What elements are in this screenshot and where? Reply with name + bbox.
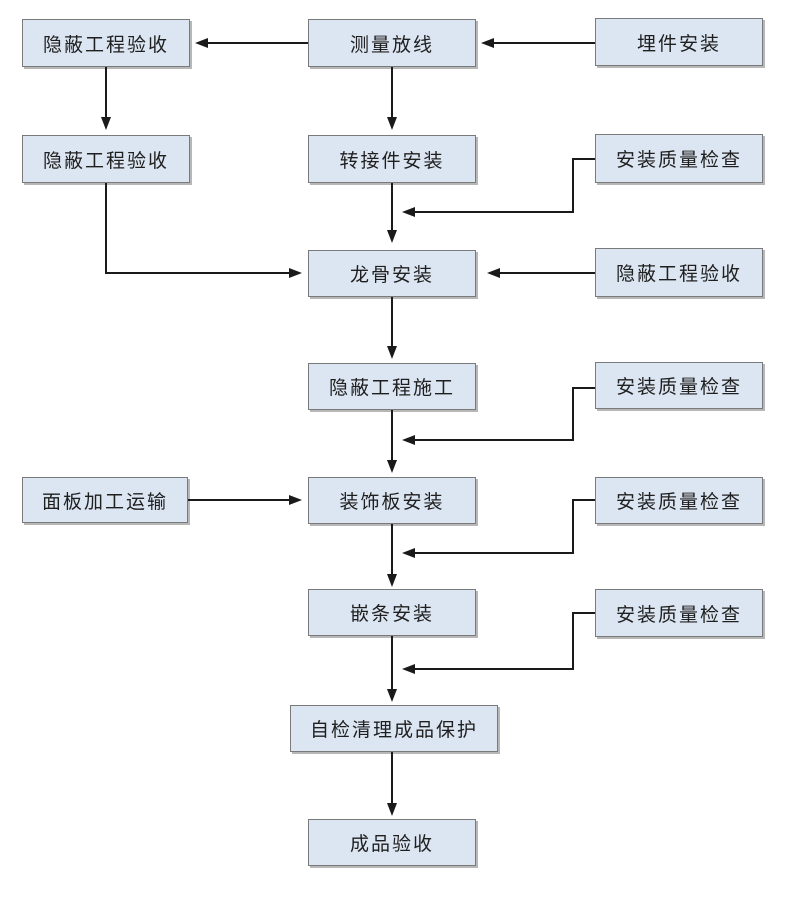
node-self-check: 自检清理成品保护 — [290, 705, 498, 752]
node-hidden-acceptance-3: 隐蔽工程验收 — [595, 248, 763, 297]
edge-qc4-merge-line — [414, 668, 574, 670]
edge-embed-to-survey-line — [490, 42, 595, 44]
arrowhead-down-icon — [387, 689, 397, 702]
arrowhead-down-icon — [387, 803, 397, 816]
node-panel-transport: 面板加工运输 — [22, 477, 188, 523]
arrowhead-down-icon — [387, 117, 397, 130]
arrowhead-down-icon — [387, 230, 397, 243]
edge-qc2-drop-line — [572, 387, 574, 441]
edge-qc1-merge-line — [414, 211, 574, 213]
edge-survey-to-adapter-line — [391, 67, 393, 119]
arrowhead-left-icon — [402, 548, 415, 558]
edge-qc4-drop-line — [572, 612, 574, 670]
edge-hidden3-to-keel-line — [498, 272, 595, 274]
arrowhead-down-icon — [387, 346, 397, 359]
edge-trim-to-selfcheck-line — [391, 636, 393, 691]
edge-hiddenwork-to-panel-line — [391, 410, 393, 462]
node-quality-check-4: 安装质量检查 — [595, 589, 763, 637]
arrowhead-down-icon — [387, 574, 397, 587]
edge-keel-to-hiddenwork-line — [391, 297, 393, 348]
node-survey-layout: 测量放线 — [308, 19, 476, 67]
node-quality-check-3: 安装质量检查 — [595, 477, 763, 524]
edge-qc2-stub-line — [573, 387, 595, 389]
node-quality-check-2: 安装质量检查 — [595, 362, 763, 409]
edge-hidden2-to-keel-line — [105, 272, 290, 274]
arrowhead-left-icon — [402, 435, 415, 445]
node-quality-check-1: 安装质量检查 — [595, 134, 763, 183]
edge-qc1-drop-line — [572, 158, 574, 213]
edge-hidden1-to-hidden2-line — [105, 67, 107, 119]
arrowhead-right-icon — [289, 268, 302, 278]
edge-survey-to-hidden1-line — [204, 42, 308, 44]
edge-qc4-stub-line — [573, 612, 595, 614]
node-embed-install: 埋件安装 — [595, 18, 763, 66]
edge-hidden2-drop-line — [105, 183, 107, 274]
arrowhead-down-icon — [387, 460, 397, 473]
edge-qc2-merge-line — [414, 439, 574, 441]
node-hidden-work: 隐蔽工程施工 — [308, 363, 476, 410]
node-panel-install: 装饰板安装 — [308, 477, 476, 524]
edge-qc1-stub-line — [573, 158, 595, 160]
arrowhead-down-icon — [101, 117, 111, 130]
arrowhead-left-icon — [487, 268, 500, 278]
node-trim-install: 嵌条安装 — [308, 589, 476, 636]
edge-adapter-to-keel-line — [391, 183, 393, 232]
node-final-acceptance: 成品验收 — [308, 819, 476, 866]
node-hidden-acceptance-1: 隐蔽工程验收 — [22, 19, 190, 67]
arrowhead-left-icon — [402, 664, 415, 674]
edge-panel-to-trim-line — [391, 524, 393, 576]
arrowhead-left-icon — [195, 38, 208, 48]
edge-transport-to-panel-line — [188, 499, 291, 501]
arrowhead-left-icon — [481, 38, 494, 48]
node-hidden-acceptance-2: 隐蔽工程验收 — [22, 135, 190, 183]
edge-qc3-stub-line — [573, 499, 595, 501]
edge-qc3-merge-line — [414, 552, 574, 554]
edge-selfcheck-to-final-line — [391, 752, 393, 805]
arrowhead-right-icon — [289, 495, 302, 505]
arrowhead-left-icon — [402, 207, 415, 217]
node-adapter-install: 转接件安装 — [308, 135, 476, 183]
edge-qc3-drop-line — [572, 499, 574, 554]
node-keel-install: 龙骨安装 — [308, 250, 476, 297]
